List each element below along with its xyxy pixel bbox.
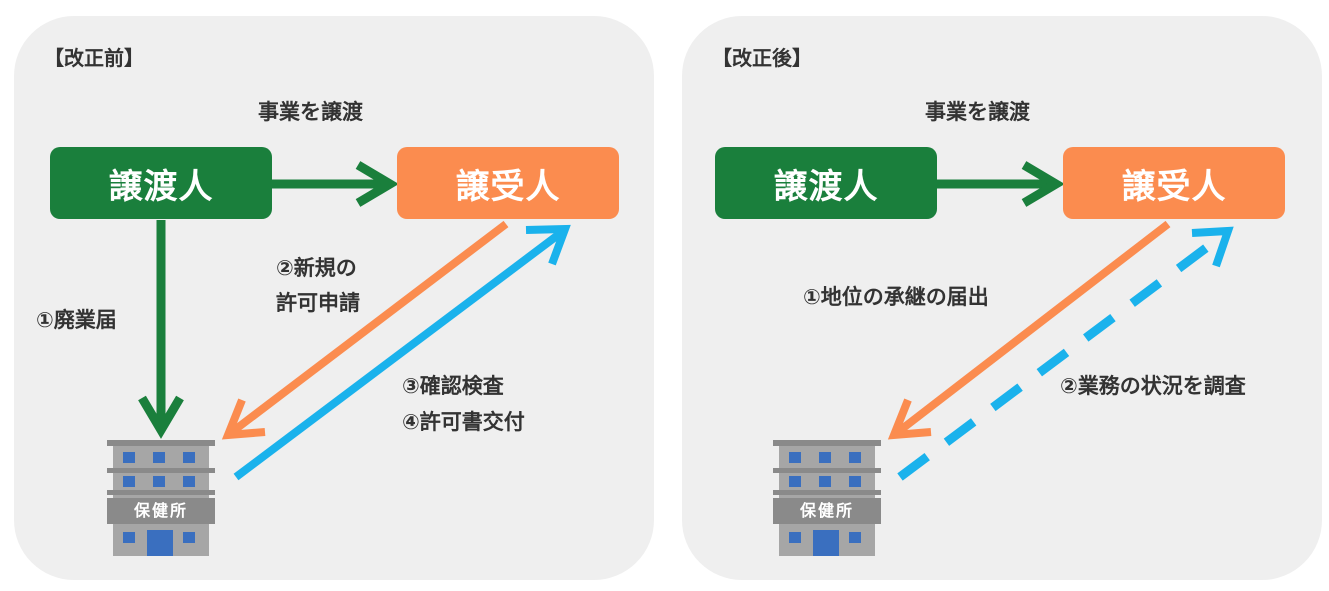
health-center-building-after: 保健所 [769,440,885,556]
health-center-building-before: 保健所 [103,440,219,556]
panel-title-after: 【改正後】 [712,46,812,70]
arrow-step2-after [897,226,1234,481]
arrow-step1-after [887,220,1171,440]
building-icon [773,440,881,556]
node-transferor-after: 譲渡人 [715,147,937,219]
node-transferee-after: 譲受人 [1063,147,1285,219]
arrow-transfer-after [937,161,1065,207]
step2-label-after: ②業務の状況を調査 [1060,374,1246,398]
step3-label-before: ③確認検査 [402,374,504,398]
building-label-before: 保健所 [133,501,188,520]
arrow-transfer-before [272,161,399,207]
step2-label-before-line2: 許可申請 [276,291,360,315]
arrow-step3-before [233,224,571,481]
arrow-step2-before [221,220,509,440]
step1-label-after: ①地位の承継の届出 [803,285,989,309]
node-transferor-before: 譲渡人 [50,147,272,219]
step4-label-before: ④許可書交付 [402,410,525,434]
arrow-step1-before [138,220,184,439]
building-label-after: 保健所 [799,501,854,520]
building-icon [107,440,215,556]
transfer-caption-after: 事業を譲渡 [925,100,1030,124]
node-transferee-before: 譲受人 [397,147,619,219]
transfer-caption-before: 事業を譲渡 [258,100,363,124]
panel-title-before: 【改正前】 [44,46,144,70]
step2-label-before-line1: ②新規の [276,256,357,280]
step1-label-before: ①廃業届 [36,308,117,332]
